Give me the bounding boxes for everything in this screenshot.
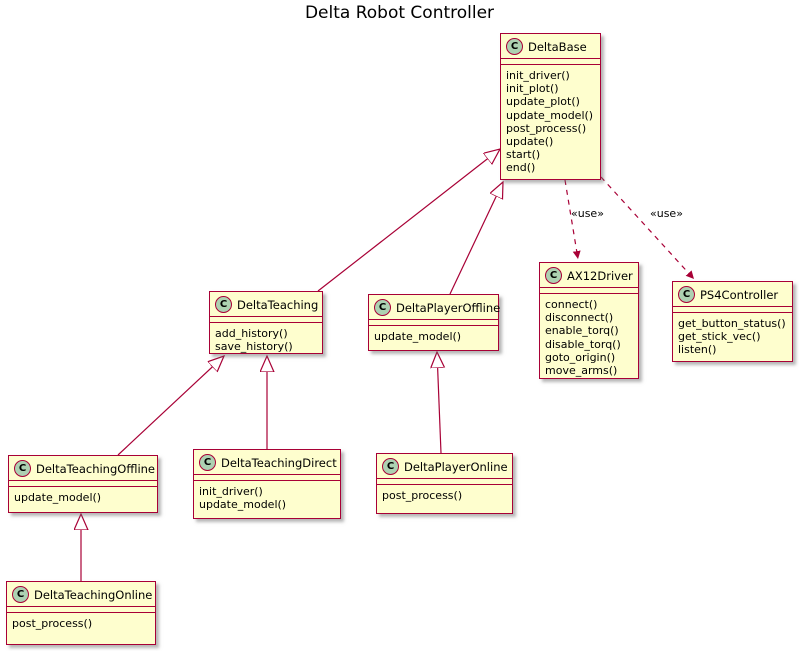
class-header: C PS4Controller <box>673 282 792 306</box>
fields-compartment <box>210 316 322 323</box>
methods-compartment: add_history() save_history() <box>210 323 322 357</box>
method: disable_torq() <box>545 337 621 351</box>
class-header: C DeltaTeachingOnline <box>7 582 155 606</box>
class-box-deltateaching: C DeltaTeaching add_history() save_histo… <box>209 291 323 354</box>
method: get_stick_vec() <box>678 330 761 344</box>
class-box-deltateachingdirect: C DeltaTeachingDirect init_driver() upda… <box>193 449 341 519</box>
class-box-deltaplayeronline: C DeltaPlayerOnline post_process() <box>376 453 513 514</box>
class-name: PS4Controller <box>700 287 779 302</box>
class-icon: C <box>506 38 523 55</box>
method: init_plot() <box>506 82 559 96</box>
method: post_process() <box>506 121 587 135</box>
method: post_process() <box>382 489 463 502</box>
class-header: C DeltaTeaching <box>210 292 322 316</box>
method: post_process() <box>12 617 93 630</box>
methods-compartment: init_driver() update_model() <box>194 481 340 515</box>
fields-compartment <box>369 319 498 326</box>
method: update_model() <box>506 108 594 122</box>
method: update_model() <box>14 491 102 504</box>
fields-compartment <box>194 474 340 481</box>
method: update_model() <box>199 498 287 512</box>
class-name: DeltaPlayerOnline <box>404 459 508 474</box>
fields-compartment <box>673 306 792 313</box>
fields-compartment <box>7 606 155 613</box>
class-name: DeltaTeaching <box>237 297 319 312</box>
method: init_driver() <box>506 69 570 82</box>
method: move_arms() <box>545 364 618 378</box>
class-name: DeltaTeachingOnline <box>34 587 153 602</box>
class-icon: C <box>545 267 562 284</box>
class-box-deltateachingoffline: C DeltaTeachingOffline update_model() <box>8 455 158 513</box>
class-box-deltateachingonline: C DeltaTeachingOnline post_process() <box>6 581 156 645</box>
class-icon: C <box>215 296 232 313</box>
class-header: C DeltaTeachingDirect <box>194 450 340 474</box>
methods-compartment: update_model() <box>9 487 157 508</box>
method: update_plot() <box>506 95 580 109</box>
method: disconnect() <box>545 311 614 325</box>
class-icon: C <box>374 299 391 316</box>
class-icon: C <box>14 460 31 477</box>
diagram-title: Delta Robot Controller <box>304 3 495 23</box>
fields-compartment <box>9 480 157 487</box>
methods-compartment: init_driver() init_plot() update_plot() … <box>501 65 600 179</box>
method: goto_origin() <box>545 350 616 364</box>
use-arrow-deltabase-to-ps4controller <box>600 176 695 280</box>
method: listen() <box>678 343 717 357</box>
class-icon: C <box>678 286 695 303</box>
class-icon: C <box>382 458 399 475</box>
class-icon: C <box>199 454 216 471</box>
use-stereotype-label: «use» <box>571 207 604 220</box>
methods-compartment: connect() disconnect() enable_torq() dis… <box>540 294 638 381</box>
method: end() <box>506 161 536 175</box>
inheritance-arrow-deltateaching-to-deltabase <box>317 149 500 292</box>
method: connect() <box>545 298 598 311</box>
class-name: DeltaBase <box>528 39 587 54</box>
class-header: C DeltaTeachingOffline <box>9 456 157 480</box>
class-box-deltaplayeroffline: C DeltaPlayerOffline update_model() <box>368 294 501 351</box>
use-arrow-deltabase-to-ax12driver <box>564 179 581 260</box>
class-name: DeltaTeachingDirect <box>221 455 337 470</box>
method: start() <box>506 148 541 162</box>
class-header: C DeltaBase <box>501 34 600 58</box>
inheritance-arrow-deltateachingoffline-to-deltateaching <box>117 356 224 456</box>
class-box-deltabase: C DeltaBase init_driver() init_plot() up… <box>500 33 601 180</box>
methods-compartment: get_button_status() get_stick_vec() list… <box>673 313 792 361</box>
fields-compartment <box>377 478 512 485</box>
method: enable_torq() <box>545 324 619 338</box>
class-box-ax12driver: C AX12Driver connect() disconnect() enab… <box>539 262 639 379</box>
fields-compartment <box>501 58 600 65</box>
class-header: C DeltaPlayerOffline <box>369 295 501 319</box>
methods-compartment: update_model() <box>369 326 498 347</box>
method: get_button_status() <box>678 317 786 330</box>
methods-compartment: post_process() <box>7 613 155 634</box>
method: update_model() <box>374 330 462 343</box>
class-name: DeltaPlayerOffline <box>396 300 501 315</box>
inheritance-arrow-deltaplayeronline-to-deltaplayeroffline <box>437 352 441 454</box>
class-header: C DeltaPlayerOnline <box>377 454 512 478</box>
class-box-ps4controller: C PS4Controller get_button_status() get_… <box>672 281 793 362</box>
fields-compartment <box>540 287 638 294</box>
method: save_history() <box>215 340 293 354</box>
class-name: AX12Driver <box>567 268 633 283</box>
inheritance-arrow-deltaplayeroffline-to-deltabase <box>449 182 503 295</box>
method: update() <box>506 135 554 149</box>
method: add_history() <box>215 327 288 340</box>
use-stereotype-label: «use» <box>650 207 683 220</box>
class-name: DeltaTeachingOffline <box>36 461 155 476</box>
method: init_driver() <box>199 485 263 498</box>
class-icon: C <box>12 586 29 603</box>
class-header: C AX12Driver <box>540 263 638 287</box>
methods-compartment: post_process() <box>377 485 512 506</box>
